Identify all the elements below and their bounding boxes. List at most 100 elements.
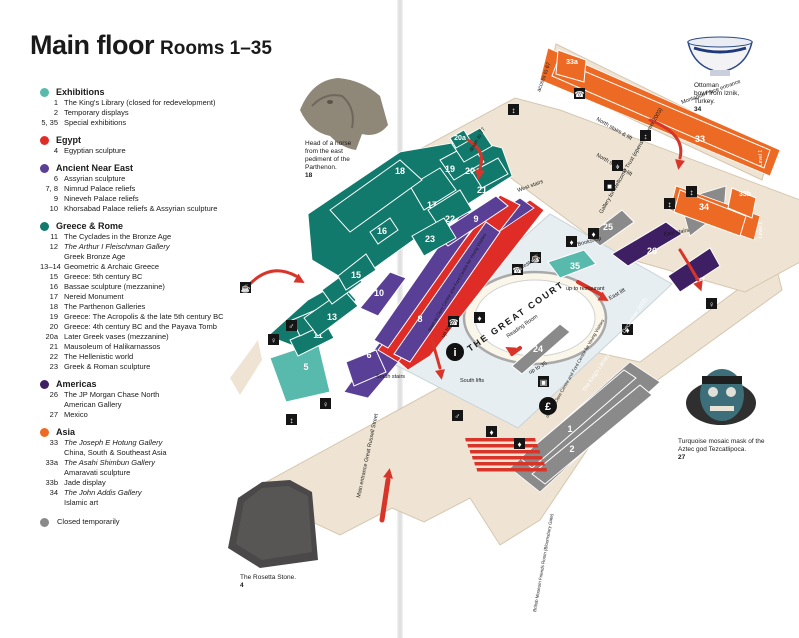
down-arrowhead [475, 169, 485, 180]
map-label-south-lifts: South lifts [460, 378, 484, 384]
room-number-24: 24 [533, 344, 543, 354]
lift-icon-glyph: ↕ [290, 416, 294, 425]
map-label-bloomsbury-sign: British Museum Friends Room (Bloomsbury … [532, 513, 554, 612]
legend-row: 33a The Asahi Shimbun Gallery [40, 458, 298, 468]
legend-room-number: 19 [49, 312, 58, 321]
main-entrance-arrow [379, 477, 391, 523]
clore-arrowhead [435, 369, 445, 380]
gift-icon [588, 228, 599, 239]
legend-room-label: Special exhibitions [64, 118, 127, 127]
lift-icon [508, 104, 519, 115]
room-18 [329, 159, 423, 233]
room-number-21: 21 [477, 185, 487, 195]
legend-swatch [40, 379, 49, 389]
gift-icon-glyph: ♦ [625, 326, 629, 335]
caption-rosetta: The Rosetta Stone.4 [240, 574, 296, 590]
room-number-1: 1 [567, 424, 572, 434]
legend-room-number: 10 [49, 204, 58, 213]
toilets-icon-glyph: ♀ [271, 336, 277, 345]
legend-room-label: Mausoleum of Halikarnassos [64, 342, 161, 351]
caption-line: 34 [694, 106, 702, 113]
restaurant-arrow [576, 280, 602, 296]
currency-exchange-icon-glyph: £ [545, 401, 551, 413]
title-main: Main floor [30, 30, 155, 60]
legend-room-number: 20 [49, 322, 58, 331]
room-33 [551, 59, 771, 169]
legend-room-label: The Asahi Shimbun Gallery [64, 458, 156, 467]
entrance-steps [465, 438, 536, 442]
north-stairs-arrow [648, 118, 683, 160]
toilets-icon-glyph: ♂ [289, 322, 295, 331]
room-2 [531, 384, 653, 485]
room-26 [611, 221, 683, 267]
room-23 [411, 217, 457, 257]
legend-room-label: The Cyclades in the Bronze Age [64, 232, 172, 241]
toilets-icon-glyph: ♀ [323, 400, 329, 409]
caption-line: 4 [240, 582, 244, 589]
legend-row: 7, 8 Nimrud Palace reliefs [40, 184, 298, 194]
legend-heading-text: Asia [56, 427, 76, 437]
legend-room-label: The JP Morgan Chase North [64, 390, 160, 399]
toilets-icon-glyph: ♂ [455, 412, 461, 421]
room-number-33: 33 [695, 134, 705, 144]
room-number-7: 7 [404, 282, 409, 292]
legend-room-number: 33b [45, 478, 58, 487]
legend-room-label: The Hellenistic world [64, 352, 134, 361]
legend-heading-text: Exhibitions [56, 87, 105, 97]
legend-room-label: Islamic art [64, 498, 99, 507]
gift-icon-glyph: ♦ [477, 314, 481, 323]
legend-room-number: 34 [49, 488, 58, 497]
legend-swatch [40, 87, 49, 97]
room-number-35: 35 [570, 261, 580, 271]
legend-heading-text: Ancient Near East [56, 163, 134, 173]
lift-icon-glyph: ↕ [690, 188, 694, 197]
cloakroom-icon-glyph: ■ [607, 182, 612, 191]
legend-swatch [40, 221, 49, 231]
room-27 [667, 247, 721, 293]
legend-room-label: Egyptian sculpture [64, 146, 126, 155]
entrance-steps [474, 462, 545, 466]
entrance-steps [471, 456, 543, 460]
north-stairs-down-arrow [466, 138, 483, 170]
legend-heading-text: Egypt [56, 135, 82, 145]
phone-icon-glyph: ☎ [449, 318, 459, 327]
legend-room-number: 7, 8 [45, 184, 58, 193]
legend-room-label: Greek & Roman sculpture [64, 362, 151, 371]
caption-line: bowl from Iznik, [694, 90, 740, 97]
caption-line: Aztec god Tezcatlipoca. [678, 446, 747, 453]
legend-room-label: Greek Bronze Age [64, 252, 126, 261]
caption-line: Parthenon. [305, 164, 337, 171]
legend-room-number: 33a [45, 458, 58, 467]
legend-heading: Ancient Near East [40, 162, 298, 174]
map-label-level-1-b: Level 1 [758, 222, 764, 238]
gift-icon [566, 236, 577, 247]
legend-room-number: 9 [53, 194, 58, 203]
legend-room-label: Nimrud Palace reliefs [64, 184, 136, 193]
caption-line: Turkey. [694, 98, 715, 105]
legend-room-label: Greece: 5th century BC [64, 272, 143, 281]
room-number-17: 17 [427, 200, 437, 210]
legend-room-number: 33 [49, 438, 58, 447]
gift-icon-glyph: ♦ [591, 230, 595, 239]
room-number-10: 10 [374, 288, 384, 298]
room-number-20a: 20a [454, 135, 466, 142]
ottoman-bowl-picture [687, 36, 753, 76]
east-arrow [678, 248, 700, 282]
legend-swatch [40, 163, 49, 173]
